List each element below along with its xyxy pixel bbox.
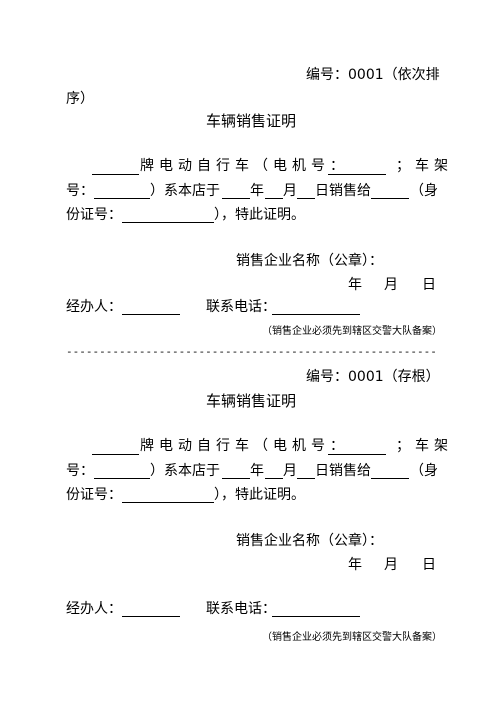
frame-number-label: 号： bbox=[66, 183, 94, 199]
phone-blank[interactable] bbox=[272, 314, 360, 315]
id-open-text: （身 bbox=[410, 183, 438, 199]
id-number-blank[interactable] bbox=[122, 222, 214, 223]
date-month: 月 bbox=[384, 277, 398, 293]
id-number-label: 份证号： bbox=[66, 207, 122, 223]
brand-blank[interactable] bbox=[92, 174, 139, 175]
handler-label: 经办人： bbox=[66, 299, 122, 315]
year-blank[interactable] bbox=[222, 478, 250, 479]
frame-number-blank[interactable] bbox=[94, 478, 150, 479]
day-blank[interactable] bbox=[297, 478, 315, 479]
cert-title: 车辆销售证明 bbox=[206, 392, 297, 410]
sold-on-text: ）系本店于 bbox=[150, 463, 220, 479]
sold-to-text: 日销售给 bbox=[315, 463, 371, 479]
frame-label: ；车架 bbox=[396, 158, 453, 174]
cert-number-continued: 序） bbox=[66, 91, 94, 107]
date-day: 日 bbox=[422, 557, 436, 573]
filing-note: （销售企业必须先到辖区交警大队备案） bbox=[262, 632, 442, 643]
cert-number: 编号：0001（依次排 bbox=[306, 67, 440, 83]
certify-text: ），特此证明。 bbox=[214, 207, 305, 223]
frame-label: ；车架 bbox=[396, 438, 453, 454]
date-year: 年 bbox=[348, 277, 362, 293]
id-number-blank[interactable] bbox=[122, 502, 214, 503]
frame-number-blank[interactable] bbox=[94, 198, 150, 199]
buyer-blank[interactable] bbox=[371, 198, 409, 199]
cert-number: 编号：0001（存根） bbox=[306, 369, 440, 385]
company-label: 销售企业名称（公章）： bbox=[236, 253, 383, 269]
id-open-text: （身 bbox=[410, 463, 438, 479]
phone-label: 联系电话： bbox=[206, 601, 276, 617]
date-day: 日 bbox=[422, 277, 436, 293]
date-month: 月 bbox=[384, 557, 398, 573]
motor-number-blank[interactable] bbox=[328, 174, 386, 175]
phone-blank[interactable] bbox=[272, 616, 360, 617]
month-blank[interactable] bbox=[265, 478, 283, 479]
day-blank[interactable] bbox=[297, 198, 315, 199]
brand-text: 牌电动自行车（电机号： bbox=[140, 438, 349, 454]
phone-label: 联系电话： bbox=[206, 299, 276, 315]
filing-note: （销售企业必须先到辖区交警大队备案） bbox=[262, 326, 442, 337]
month-text: 月 bbox=[283, 183, 297, 199]
sold-on-text: ）系本店于 bbox=[150, 183, 220, 199]
motor-number-blank[interactable] bbox=[328, 454, 386, 455]
sold-to-text: 日销售给 bbox=[315, 183, 371, 199]
month-blank[interactable] bbox=[265, 198, 283, 199]
handler-blank[interactable] bbox=[122, 616, 180, 617]
handler-label: 经办人： bbox=[66, 601, 122, 617]
buyer-blank[interactable] bbox=[371, 478, 409, 479]
year-text: 年 bbox=[250, 463, 264, 479]
date-year: 年 bbox=[348, 557, 362, 573]
cert-title: 车辆销售证明 bbox=[206, 112, 297, 130]
year-blank[interactable] bbox=[222, 198, 250, 199]
brand-text: 牌电动自行车（电机号： bbox=[140, 158, 349, 174]
year-text: 年 bbox=[250, 183, 264, 199]
certify-text: ），特此证明。 bbox=[214, 487, 305, 503]
brand-blank[interactable] bbox=[92, 454, 139, 455]
cut-line-separator: ----------------------------------------… bbox=[66, 345, 437, 358]
frame-number-label: 号： bbox=[66, 463, 94, 479]
id-number-label: 份证号： bbox=[66, 487, 122, 503]
company-label: 销售企业名称（公章）： bbox=[236, 533, 383, 549]
month-text: 月 bbox=[283, 463, 297, 479]
handler-blank[interactable] bbox=[122, 314, 180, 315]
